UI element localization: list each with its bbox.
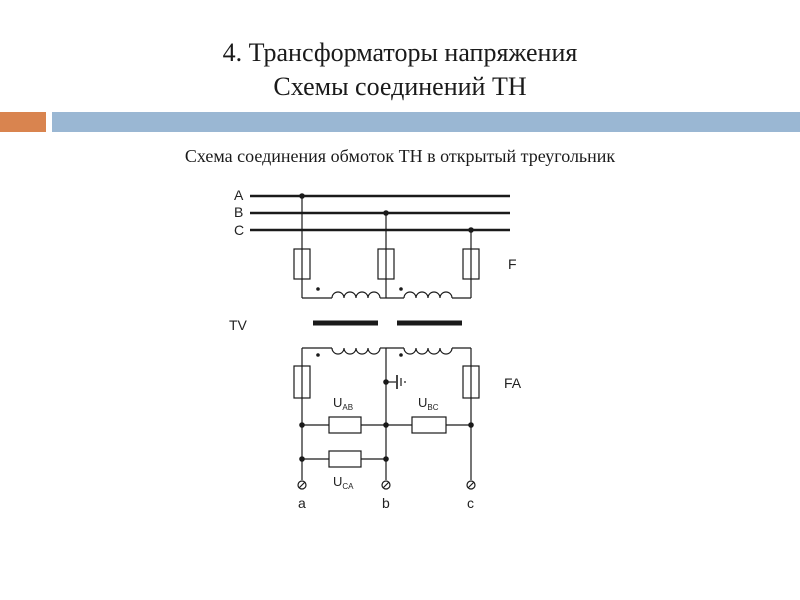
title-line-2: Схемы соединений ТН [273, 72, 527, 101]
phase-label-c: C [234, 222, 244, 238]
transformer-label: TV [229, 317, 248, 333]
terminal-label-b: b [382, 495, 390, 511]
secondary-coil-1 [331, 347, 381, 355]
fuse-secondary-label: FA [504, 375, 522, 391]
load-ubc-label: UBC [418, 395, 439, 412]
terminal-label-c: c [467, 495, 474, 511]
polarity-dot [399, 287, 403, 291]
phase-label-b: B [234, 204, 243, 220]
slide-title: 4. Трансформаторы напряжения Схемы соеди… [0, 36, 800, 104]
secondary-coil-2 [403, 347, 453, 355]
load-ubc [411, 416, 447, 434]
polarity-dot [399, 353, 403, 357]
accent-bar-blue [52, 112, 800, 132]
load-uab [328, 416, 362, 434]
load-uca [328, 450, 362, 468]
load-uab-label: UAB [333, 395, 353, 412]
phase-label-a: A [234, 187, 244, 203]
accent-bar-orange [0, 112, 46, 132]
primary-coil-2 [403, 291, 453, 299]
fuse-primary-label: F [508, 256, 517, 272]
polarity-dot [316, 353, 320, 357]
terminal-label-a: a [298, 495, 306, 511]
polarity-dot [316, 287, 320, 291]
diagram-caption: Схема соединения обмоток ТН в открытый т… [184, 146, 616, 166]
load-uca-label: UCA [333, 474, 354, 491]
primary-coil-1 [331, 291, 381, 299]
title-line-1: 4. Трансформаторы напряжения [222, 38, 578, 67]
